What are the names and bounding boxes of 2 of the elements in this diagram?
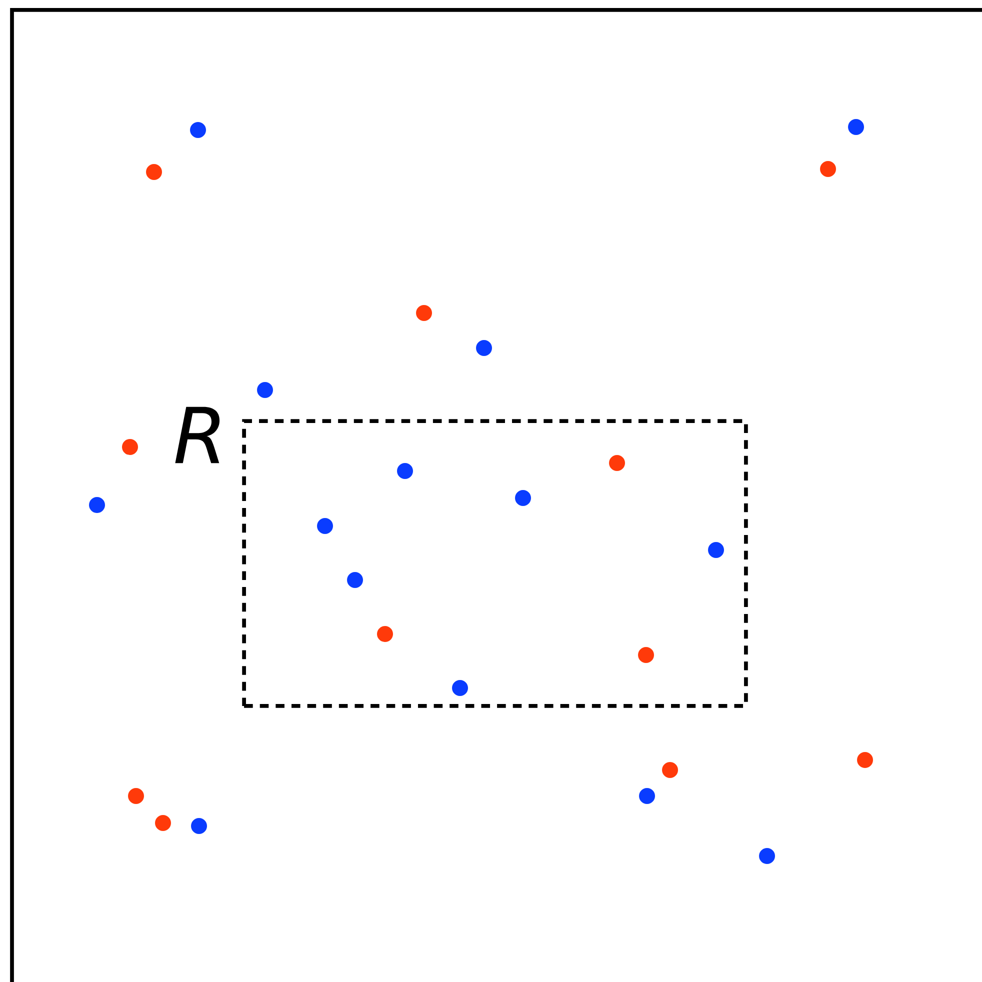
region-label: R	[175, 406, 220, 464]
dashed-region	[175, 406, 748, 708]
